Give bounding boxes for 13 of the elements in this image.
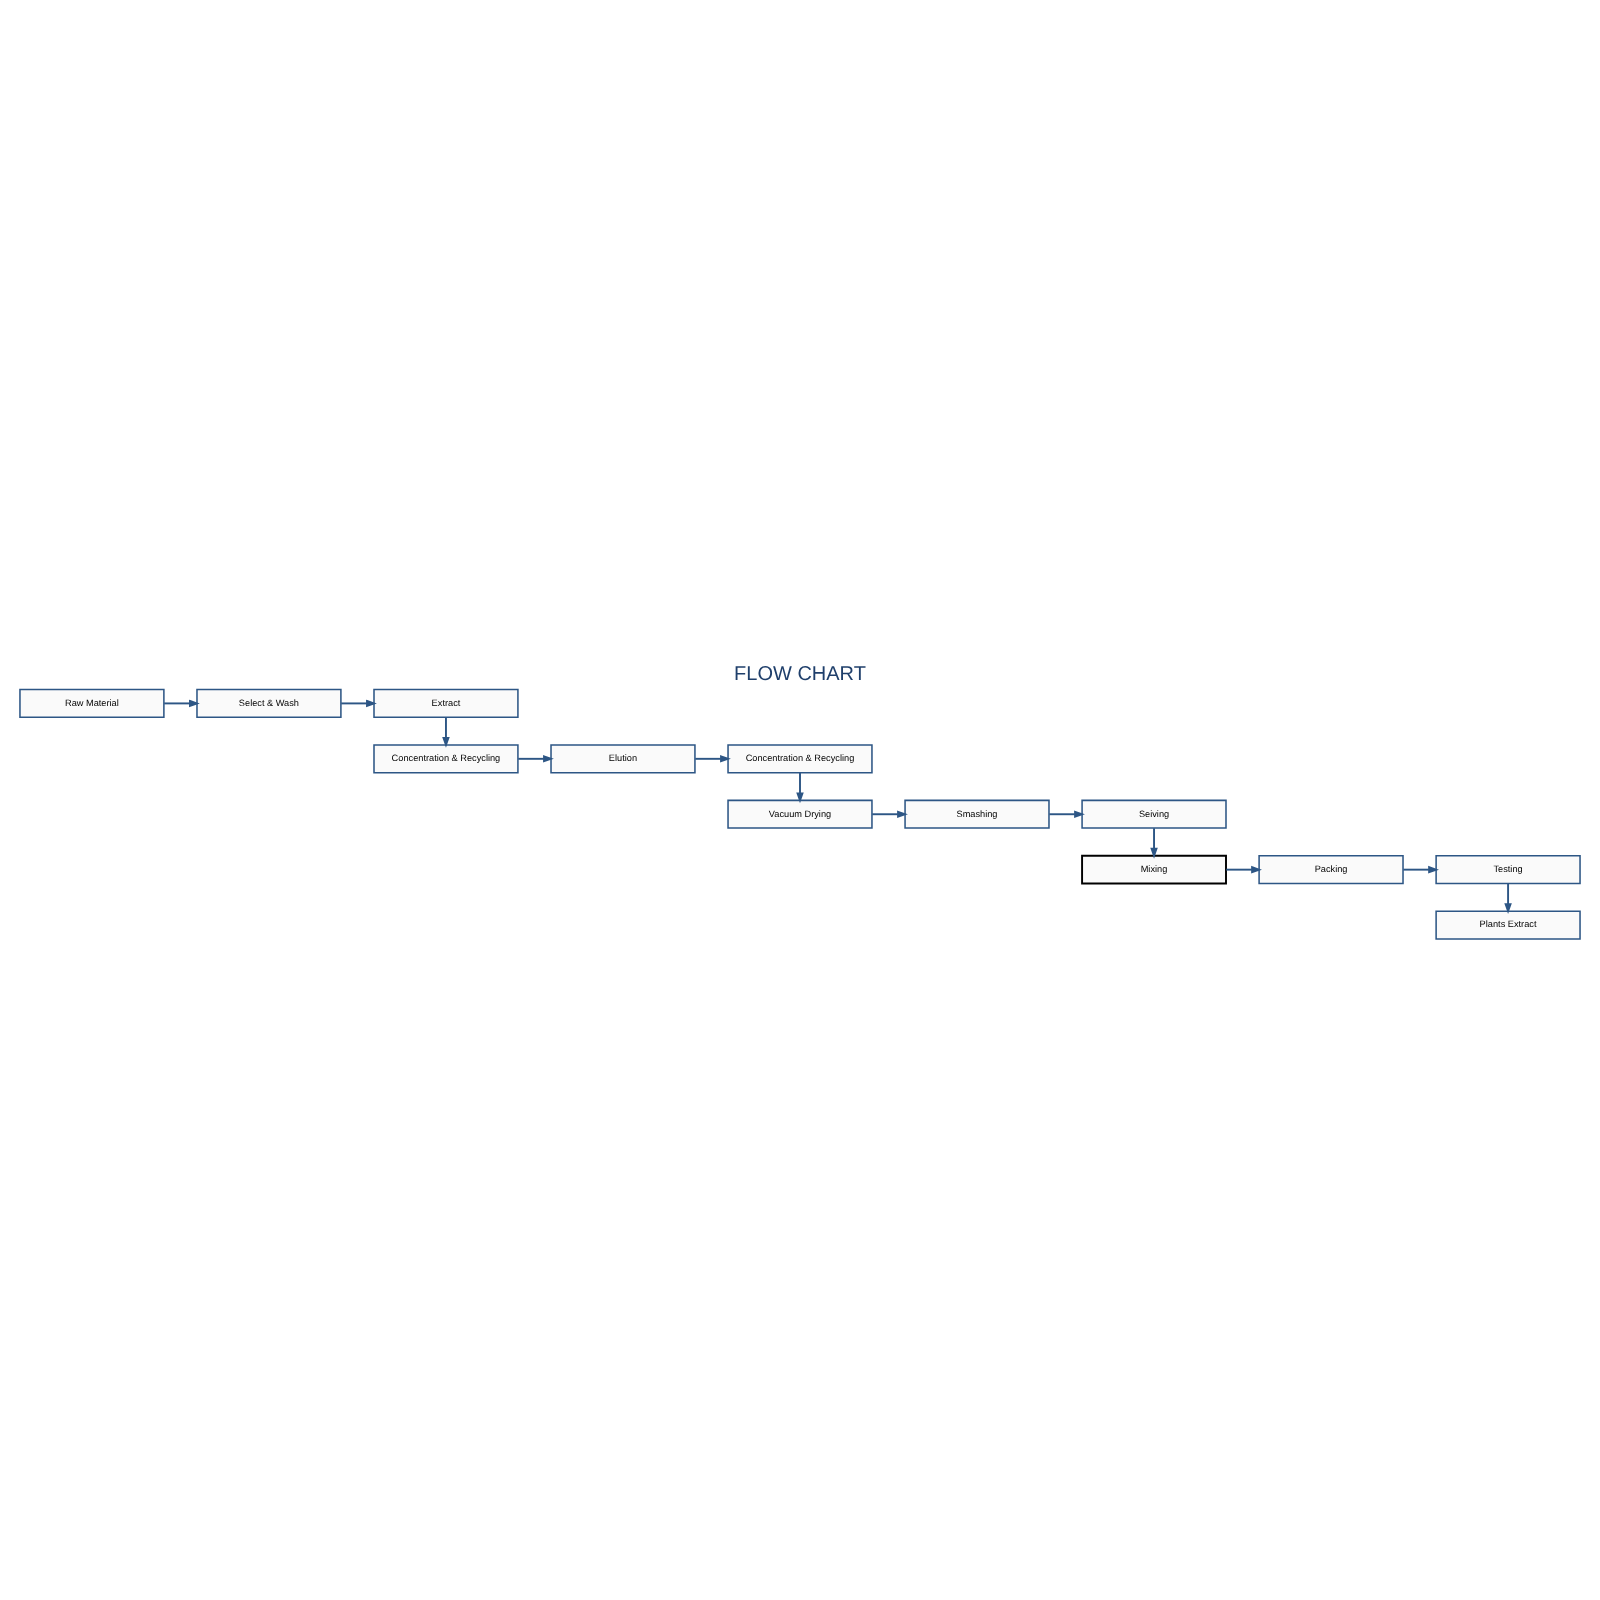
arrow	[1048, 810, 1085, 818]
arrow	[517, 755, 554, 763]
arrow	[340, 699, 377, 708]
arrow	[871, 810, 908, 818]
arrow	[442, 716, 450, 748]
arrow	[1225, 865, 1262, 874]
arrow	[1504, 882, 1512, 915]
arrow	[694, 755, 731, 763]
arrow	[1150, 827, 1158, 859]
arrow	[796, 771, 804, 804]
arrow	[1402, 865, 1439, 874]
diagram-title: FLOW CHART	[734, 664, 866, 687]
arrow	[163, 699, 200, 708]
